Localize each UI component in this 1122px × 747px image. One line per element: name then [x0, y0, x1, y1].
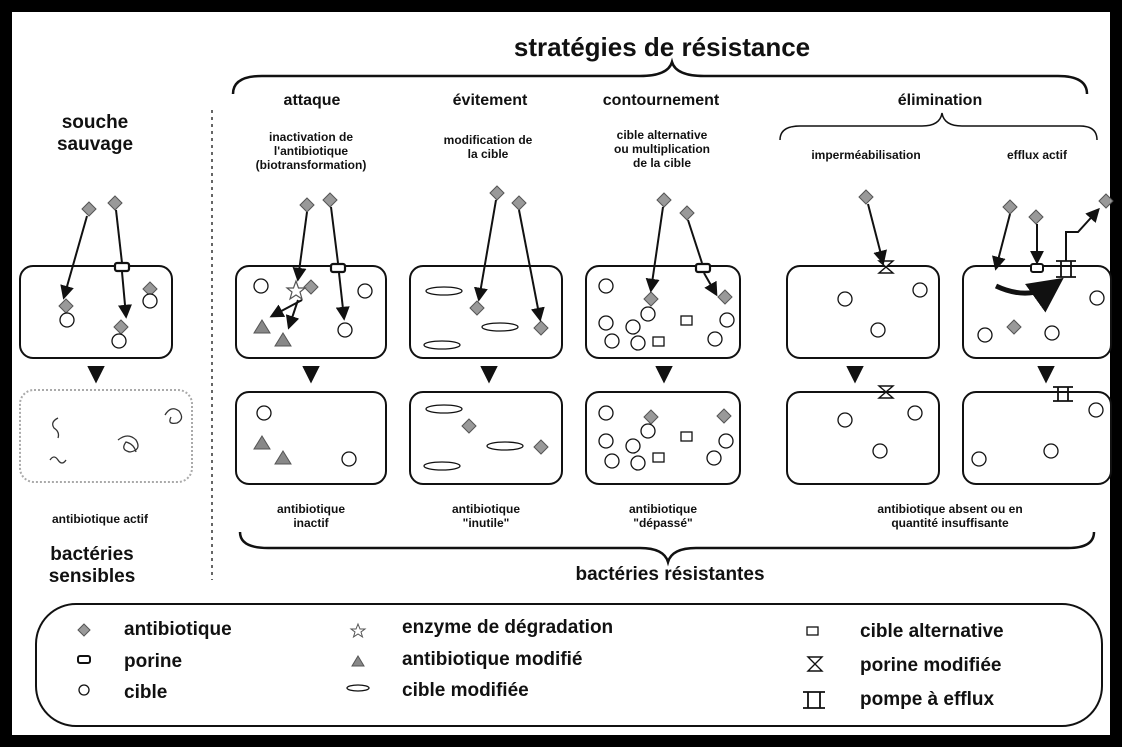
- legend-antibiotique-modifie: antibiotique modifié: [402, 649, 583, 670]
- degradation-enzyme: [285, 279, 307, 301]
- modified-antibiotic: [253, 319, 292, 465]
- wild-result: antibiotique actif: [52, 512, 148, 526]
- result-evitement: antibiotique"inutile": [452, 502, 520, 530]
- antibiotic-diamond: [58, 195, 158, 335]
- modified-target: [423, 286, 524, 471]
- diagram-title: stratégies de résistance: [513, 32, 811, 62]
- mechanism-impermeabilisation: imperméabilisation: [811, 148, 921, 162]
- top-brace: [231, 57, 1089, 95]
- legend-box: [35, 603, 1103, 727]
- legend-enzyme: enzyme de dégradation: [402, 617, 614, 638]
- elimination-brace: [779, 112, 1098, 141]
- impermeabilisation-cell-bottom: [786, 391, 940, 485]
- resistant-bacteria-label: bactéries résistantes: [575, 564, 765, 585]
- attaque-cell-bottom: [235, 391, 387, 485]
- strategy-attaque: attaque: [283, 92, 341, 109]
- contournement-cell-top: [585, 265, 741, 359]
- porin: [113, 261, 131, 273]
- strategy-contournement: contournement: [602, 92, 720, 109]
- lysed-debris: [49, 408, 183, 464]
- result-contournement: antibiotique"dépassé": [629, 502, 697, 530]
- legend-pompe: pompe à efflux: [860, 689, 995, 710]
- legend-cible-alternative: cible alternative: [860, 621, 1004, 642]
- legend-antibiotique: antibiotique: [124, 619, 232, 640]
- strategy-elimination: élimination: [897, 92, 983, 109]
- wild-cell-lysed: [19, 389, 193, 483]
- bottom-brace: [238, 531, 1096, 567]
- efflux-cell-top: [962, 265, 1112, 359]
- legend-cible: cible: [124, 682, 168, 703]
- mechanism-efflux: efflux actif: [1006, 148, 1067, 162]
- legend-porine: porine: [124, 651, 183, 672]
- strategy-evitement: évitement: [452, 92, 528, 109]
- wild-cell-top: [19, 265, 173, 359]
- efflux-pump: [1053, 260, 1076, 402]
- legend-porine-modifiee: porine modifiée: [860, 655, 1002, 676]
- impermeabilisation-cell-top: [786, 265, 940, 359]
- alternative-target: [652, 315, 693, 463]
- efflux-cell-bottom: [962, 391, 1112, 485]
- evitement-cell-bottom: [409, 391, 563, 485]
- contournement-cell-bottom: [585, 391, 741, 485]
- legend-cible-modifiee: cible modifiée: [402, 680, 529, 701]
